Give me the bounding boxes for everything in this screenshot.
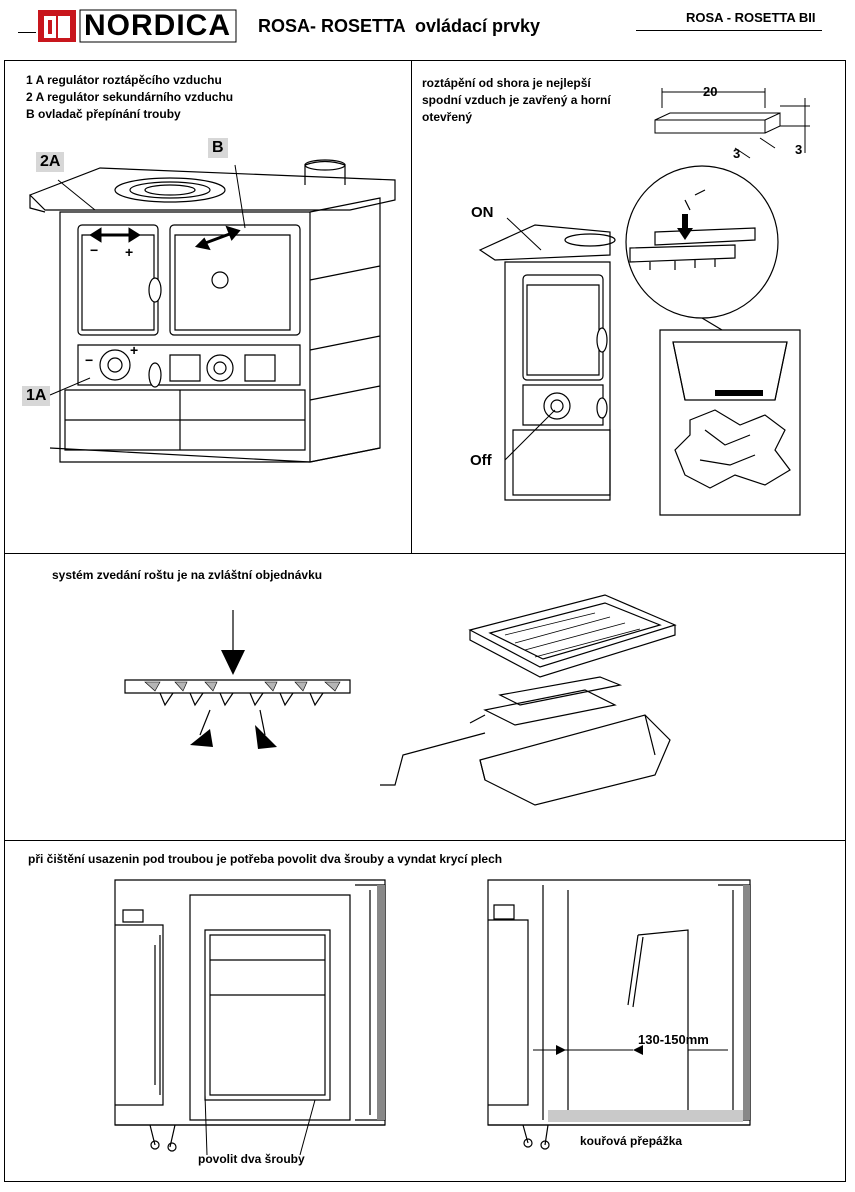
oven-cover-drawing: [115, 875, 395, 1165]
dim-height: 3: [795, 142, 803, 157]
stove-front-drawing: − + − +: [20, 150, 410, 470]
top-lighting-line2: spodní vzduch je zavřený a horní: [422, 93, 611, 107]
divider-col: [411, 60, 412, 554]
svg-text:−: −: [85, 352, 93, 368]
grate-lift-exploded-drawing: [375, 595, 685, 810]
brand-logo: NORDICA: [36, 8, 238, 44]
svg-text:+: +: [130, 342, 138, 358]
right-caption: kouřová přepážka: [580, 1134, 683, 1148]
grate-section-drawing: [115, 605, 365, 749]
grate-lift-note: systém zvedání roštu je na zvláštní obje…: [52, 568, 323, 582]
tag-1a: 1A: [22, 386, 51, 406]
left-caption: povolit dva šrouby: [198, 1152, 305, 1166]
smoke-baffle-drawing: [488, 875, 758, 1165]
svg-text:−: −: [90, 242, 98, 258]
baffle-dimension: 130-150mm: [638, 1032, 709, 1047]
content-frame: [4, 60, 846, 1182]
brand-logo-mark: [36, 8, 238, 44]
tag-b: B: [208, 138, 228, 158]
detail-circle-drawing: [615, 170, 815, 520]
dim-width: 20: [703, 84, 718, 99]
dim-side: 3: [733, 146, 741, 161]
top-lighting-line1: roztápění od shora je nejlepší: [422, 76, 591, 90]
legend-1a: 1 A regulátor roztápěcího vzduchu: [26, 73, 222, 87]
cleaning-note: při čištění usazenin pod troubou je potř…: [28, 852, 503, 866]
brand-wordmark: NORDICA: [84, 9, 231, 42]
header-rule-left: [18, 32, 36, 33]
legend-b: B ovladač přepínání trouby: [26, 107, 181, 121]
stove-side-drawing: [475, 210, 615, 500]
divider-row1: [4, 553, 845, 554]
model-underline: [636, 30, 822, 31]
tag-2a: 2A: [36, 152, 65, 172]
label-on: ON: [471, 204, 494, 221]
label-off: Off: [470, 452, 492, 469]
svg-text:+: +: [125, 244, 133, 260]
model-name: ROSA - ROSETTA BII: [686, 10, 816, 25]
top-lighting-line3: otevřený: [422, 110, 473, 124]
page-title: ROSA- ROSETTA ovládací prvky: [258, 16, 541, 36]
divider-row2: [4, 840, 845, 841]
wood-piece-dimension-drawing: [650, 78, 820, 168]
legend-2a: 2 A regulátor sekundárního vzduchu: [26, 90, 234, 104]
